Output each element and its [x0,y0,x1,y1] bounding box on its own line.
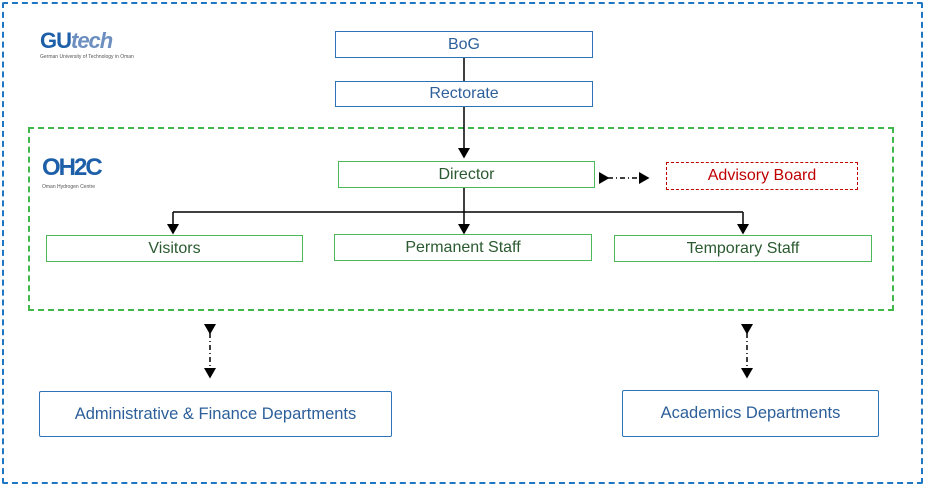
admin-finance-box: Administrative & Finance Departments [39,391,392,437]
ohc-frame [28,127,894,311]
temporary-staff-box: Temporary Staff [614,235,872,262]
ohc-logo: OH2C Oman Hydrogen Centre [42,154,103,190]
director-box: Director [338,161,595,188]
advisory-board-box: Advisory Board [666,162,858,190]
permanent-staff-box: Permanent Staff [334,234,592,261]
rectorate-box: Rectorate [335,81,593,107]
visitors-box: Visitors [46,235,303,262]
bog-box: BoG [335,31,593,58]
gutech-tagline: German University of Technology in Oman [40,54,134,60]
gutech-logo: GUtech German University of Technology i… [40,28,134,60]
ohc-tagline: Oman Hydrogen Centre [42,184,96,190]
outer-frame [2,2,923,484]
academics-box: Academics Departments [622,390,879,437]
